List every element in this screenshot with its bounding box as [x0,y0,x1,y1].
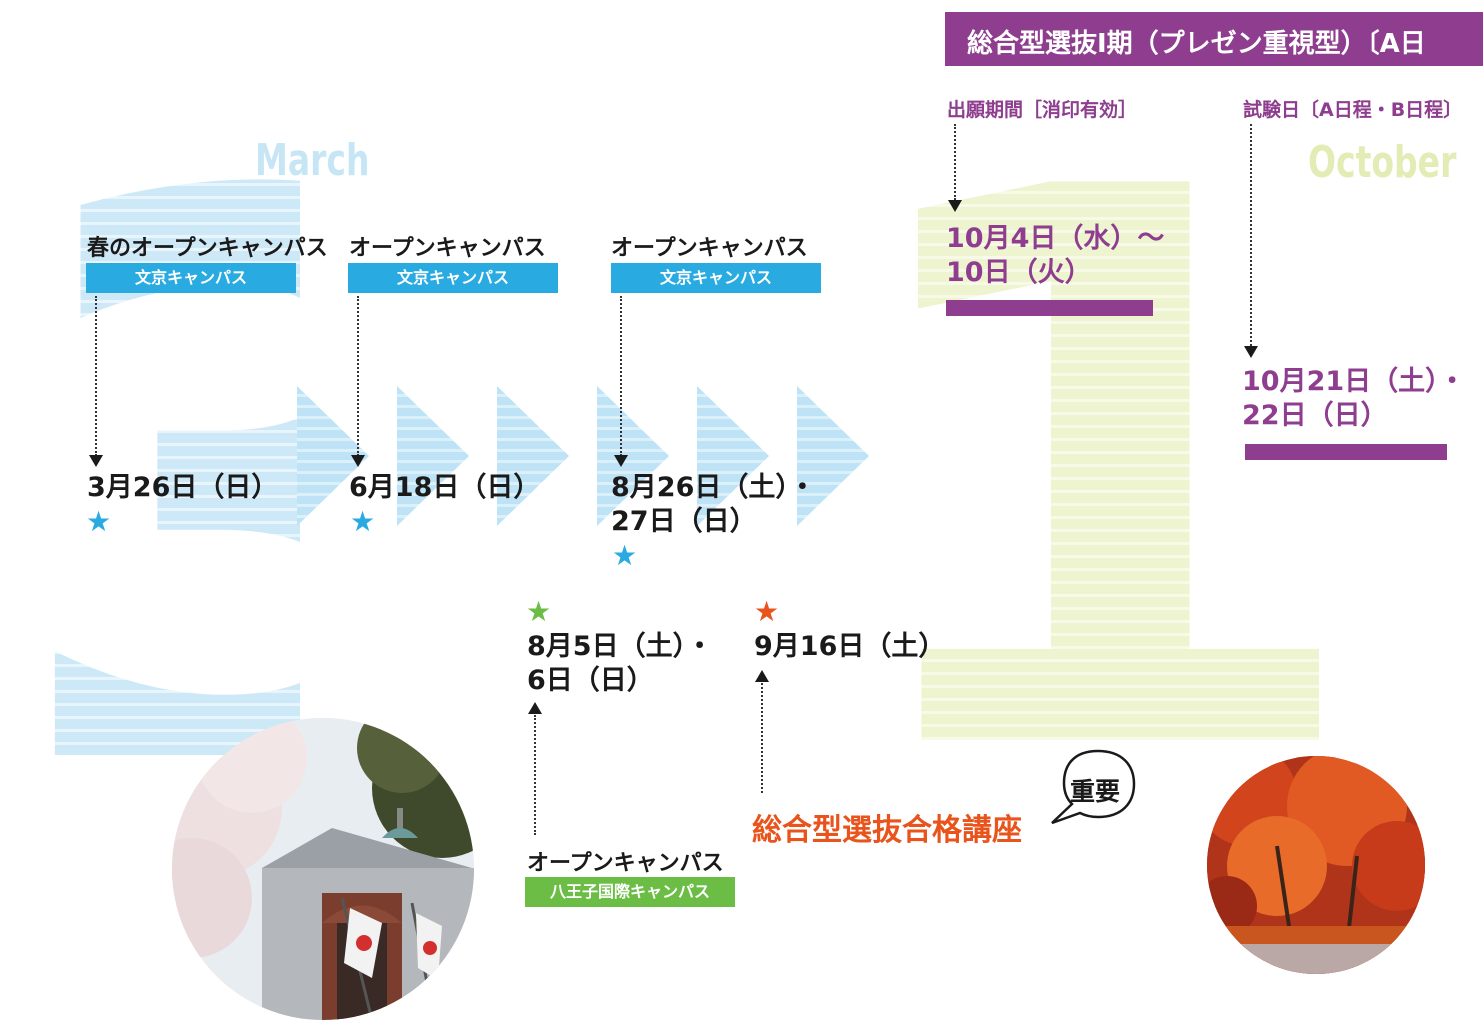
event-2-title: オープンキャンパス [349,236,546,261]
event-1-date: 3月26日（日） [87,472,279,503]
lecture-arrow-up-icon [755,670,769,682]
event-1-arrow-down-icon [89,455,103,467]
hachioji-arrow-up-icon [528,702,542,714]
event-3-arrow-down-icon [614,455,628,467]
banner-text: 総合型選抜Ⅰ期（プレゼン重視型）〔A日 [967,29,1426,59]
lecture-star-icon: ★ [754,595,780,628]
event-2-arrow-down-icon [351,455,365,467]
exam-date-line2: 22日（日） [1242,400,1388,431]
event-2-connector [357,296,359,456]
event-1-title: 春のオープンキャンパス [87,236,328,261]
big-number-3: 3 [0,95,300,755]
hachioji-date-line2: 6日（日） [527,665,654,696]
event-3-campus-tag: 文京キャンパス [611,263,821,293]
event-3-date-line2: 27日（日） [611,506,757,537]
important-bubble-text: 重要 [1070,777,1121,806]
exam-arrow-down-icon [1244,346,1258,358]
event-3-connector [620,296,622,456]
event-2-star-icon: ★ [350,505,376,538]
banner: 総合型選抜Ⅰ期（プレゼン重視型）〔A日 [945,12,1483,66]
event-2-campus-tag: 文京キャンパス [348,263,558,293]
application-arrow-down-icon [948,200,962,212]
hachioji-connector [534,715,536,835]
event-3-title: オープンキャンパス [611,236,808,261]
hachioji-campus-tag: 八王子国際キャンパス [525,877,735,907]
lecture-title: 総合型選抜合格講座 [752,813,1022,848]
chevron-arrow-2 [397,386,469,526]
application-connector [954,124,956,200]
event-2-date: 6月18日（日） [349,472,541,503]
month-march: March [255,135,370,186]
lecture-date: 9月16日（土） [754,631,946,662]
application-date-line2: 10日（火） [946,257,1092,288]
exam-date-line1: 10月21日（土）・ [1242,366,1466,397]
important-speech-bubble [1051,749,1136,825]
month-october: October [1308,137,1457,188]
application-date-line1: 10月4日（水）〜 [946,223,1165,254]
exam-connector [1250,124,1252,346]
hachioji-date-line1: 8月5日（土）・ [527,631,714,662]
autumn-campus-photo [1207,756,1425,974]
big-number-10: 10 [830,90,1350,740]
exam-day-label: 試験日〔A日程・B日程〕 [1243,99,1463,121]
spring-campus-photo [172,718,474,1020]
application-period-label: 出願期間［消印有効］ [947,99,1138,121]
chevron-arrow-3 [497,386,569,526]
event-1-campus-tag: 文京キャンパス [86,263,296,293]
hachioji-title: オープンキャンパス [527,851,724,876]
lecture-connector [761,683,763,793]
exam-day-bar [1245,444,1447,460]
hachioji-star-icon: ★ [526,595,552,628]
event-3-star-icon: ★ [612,539,638,572]
event-1-connector [95,296,97,456]
application-period-bar [946,300,1153,316]
event-3-date-line1: 8月26日（土）・ [611,472,816,503]
event-1-star-icon: ★ [86,505,112,538]
